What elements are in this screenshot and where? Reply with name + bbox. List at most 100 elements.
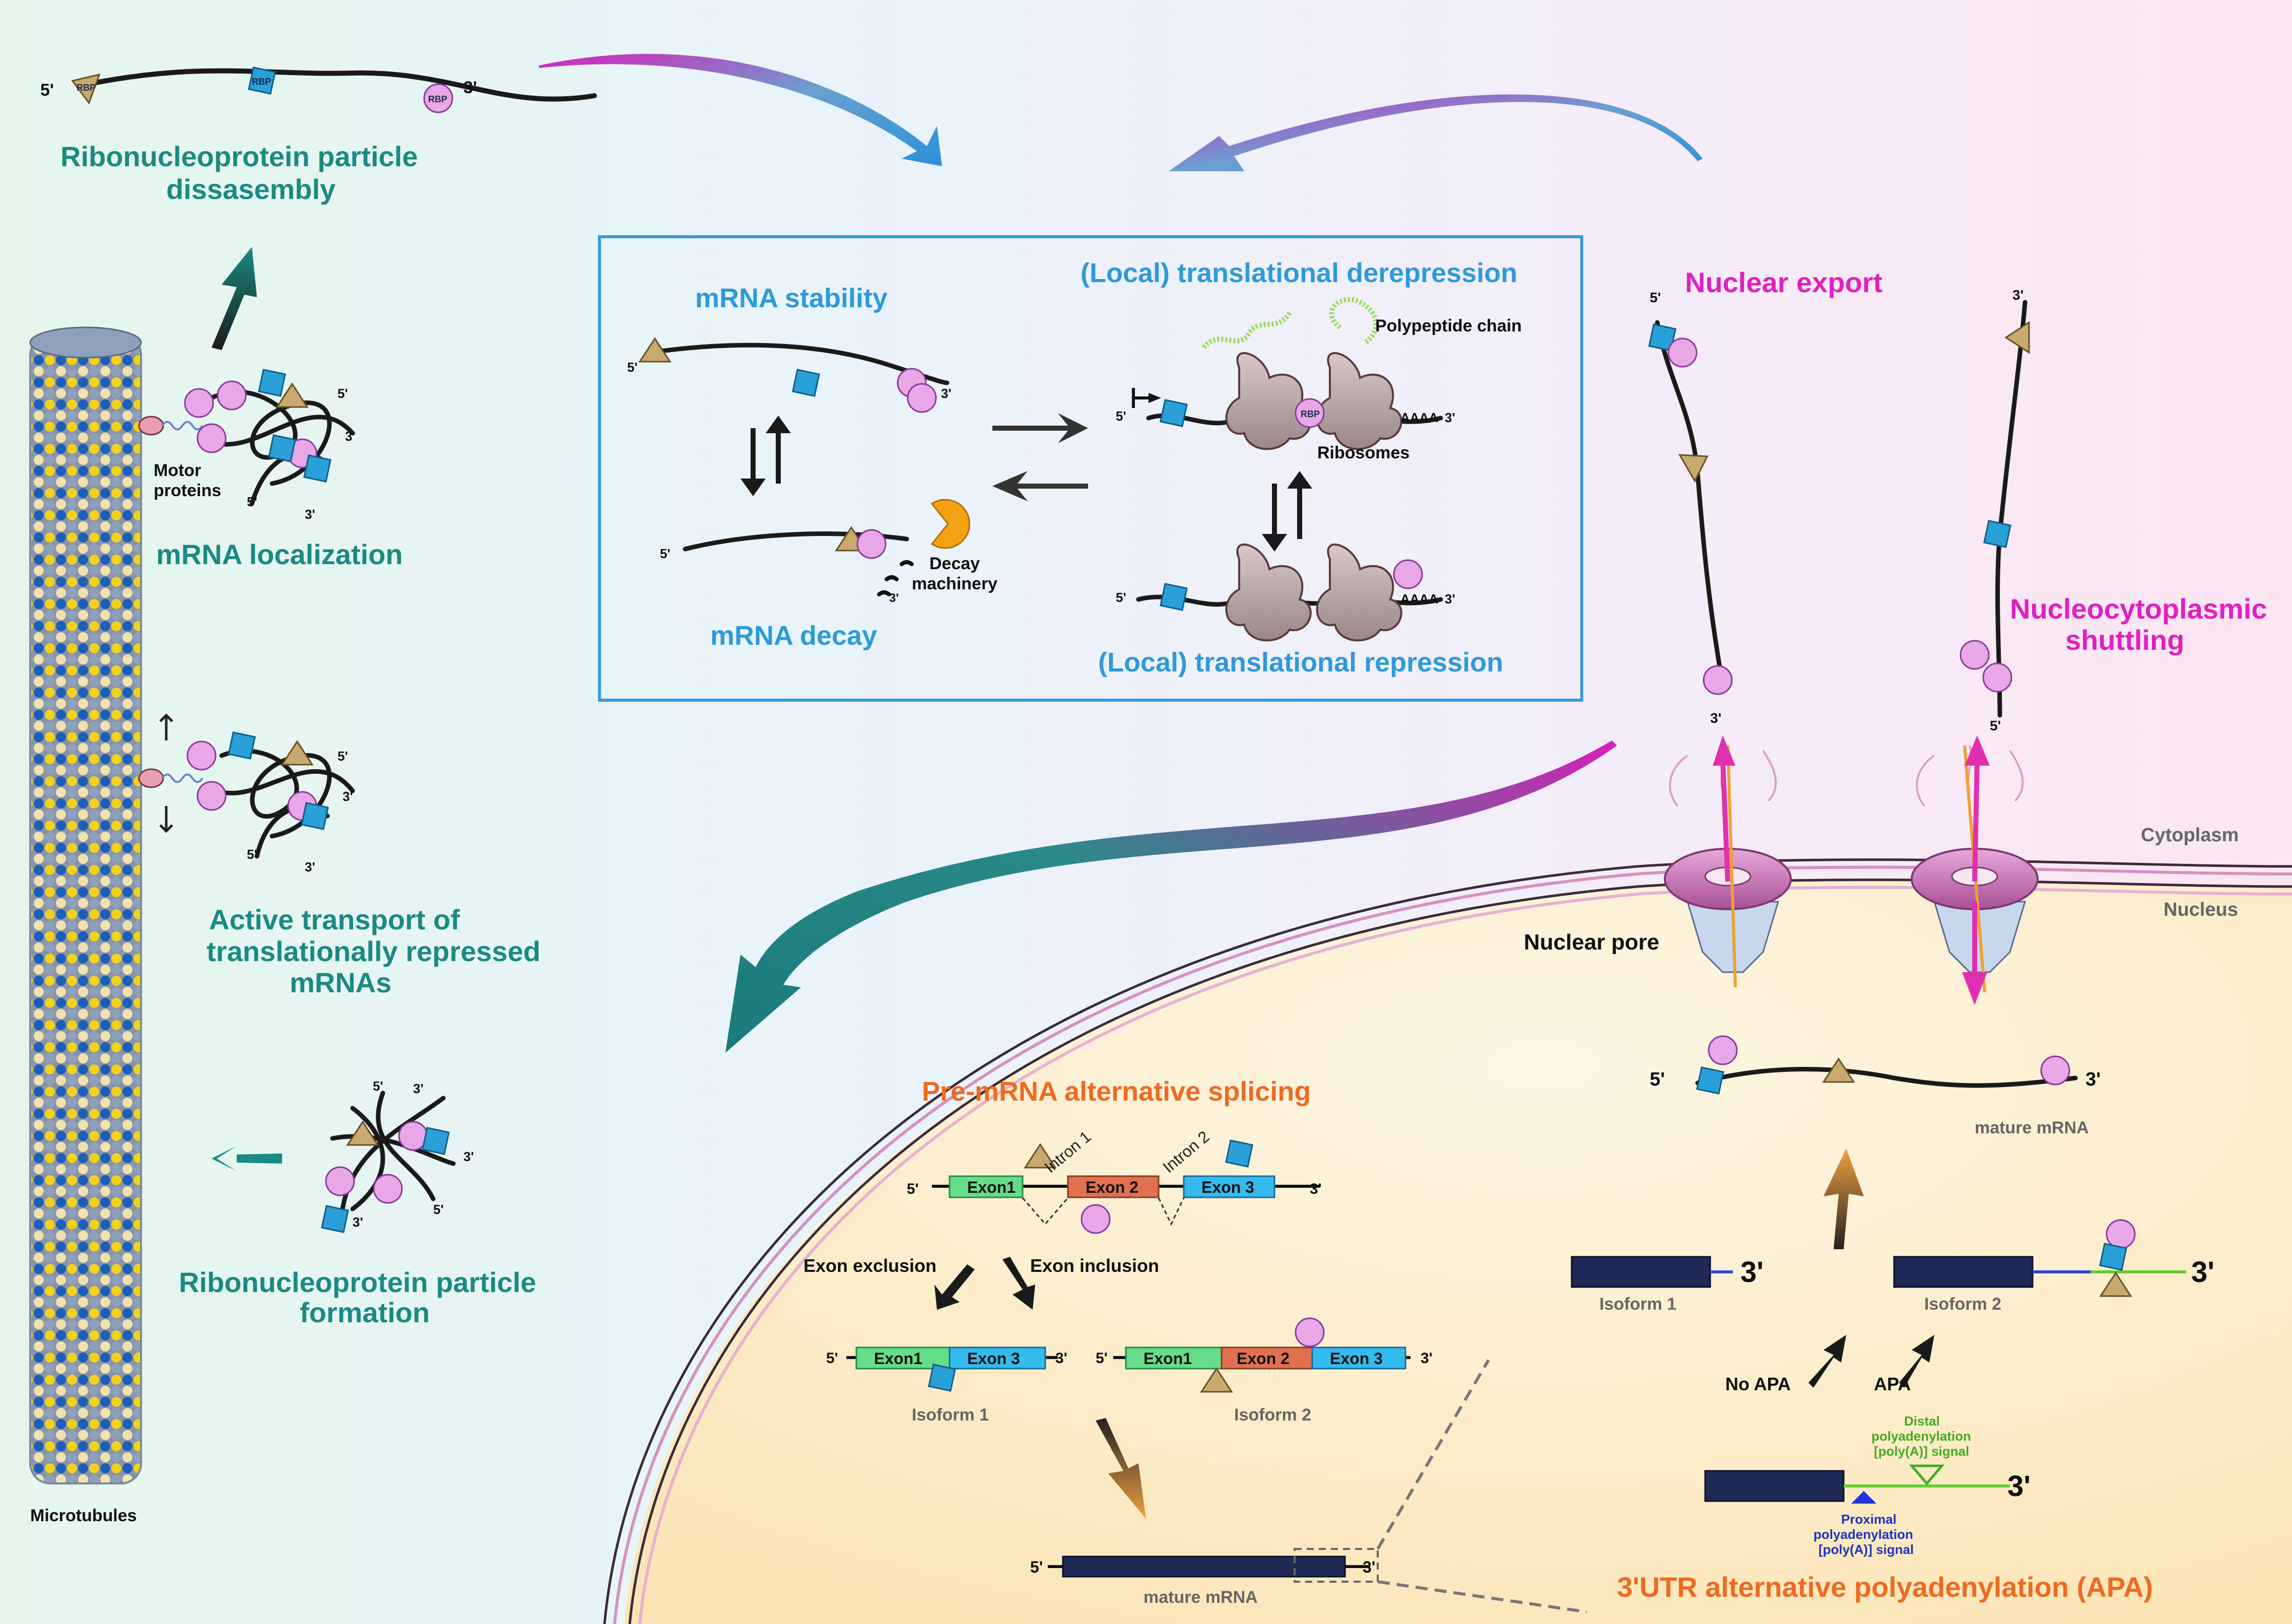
splice-isoform1: 5' 3' Exon1 Exon 3 <box>826 1346 1067 1392</box>
distal-signal-line2: polyadenylation <box>1871 1429 1971 1444</box>
svg-text:3': 3' <box>2012 287 2024 303</box>
nucleus-region <box>603 858 2292 1624</box>
rnp-disassembly-title-line1: Ribonucleoprotein particle <box>60 141 418 172</box>
svg-text:3': 3' <box>1445 591 1455 606</box>
exon-inclusion-label: Exon inclusion <box>1030 1255 1159 1276</box>
microtubule <box>29 326 142 1484</box>
svg-text:3': 3' <box>1421 1350 1433 1367</box>
mature-mrna-bar: 5' 3' <box>1030 1359 1587 1613</box>
svg-text:RBP: RBP <box>1301 409 1320 419</box>
center-regulation-box <box>598 235 1583 702</box>
svg-text:5': 5' <box>1650 1069 1665 1090</box>
microtubules-label: Microtubules <box>30 1506 137 1525</box>
svg-text:5': 5' <box>433 1202 444 1217</box>
svg-text:5': 5' <box>338 749 348 764</box>
arrow-nucleus-entry <box>725 740 1617 1053</box>
shuttling-mrna: 3' 5' <box>1960 287 2030 733</box>
apa-gene: 3' <box>1704 1464 2031 1504</box>
mrna-decay-title: mRNA decay <box>710 621 877 651</box>
local-repression-title: (Local) translational repression <box>1098 647 1503 678</box>
stable-mrna: 5' 3' <box>627 337 952 413</box>
nuclear-pore-label: Nuclear pore <box>1524 930 1659 955</box>
svg-text:5': 5' <box>247 494 257 509</box>
motor-proteins-line2: proteins <box>154 481 221 500</box>
nuclear-pore-right <box>1911 735 2039 1005</box>
splicing-title: Pre-mRNA alternative splicing <box>922 1076 1311 1107</box>
apa-label: APA <box>1874 1374 1911 1394</box>
mature-mrna-label-bottom: mature mRNA <box>1143 1588 1258 1607</box>
svg-text:3': 3' <box>305 859 315 874</box>
mrna-localization-title: mRNA localization <box>156 538 403 570</box>
apa-isoform1-label: Isoform 1 <box>1599 1295 1676 1314</box>
svg-text:3': 3' <box>463 1149 474 1164</box>
svg-text:5': 5' <box>1116 409 1126 424</box>
active-transport-line1: Active transport of <box>209 904 460 935</box>
mature-mrna-label-nucleus: mature mRNA <box>1975 1118 2089 1137</box>
rnp-granule-localization: 5' 3' 5' 3' <box>138 369 356 522</box>
rnp-granule-transport: 5' 3' 5' 3' <box>138 713 355 874</box>
pre-mrna-gene: 5' 3' <box>907 1139 1322 1234</box>
svg-text:5': 5' <box>1030 1558 1043 1576</box>
rnp-formation-line2: formation <box>300 1297 430 1328</box>
distal-signal-line1: Distal <box>1904 1413 1940 1429</box>
nuclear-export-title: Nuclear export <box>1685 266 1882 298</box>
decay-machinery-line1: Decay <box>929 554 980 573</box>
ribosomes-label: Ribosomes <box>1317 443 1409 462</box>
svg-text:3': 3' <box>2007 1470 2031 1503</box>
arrow-top-left <box>539 53 942 166</box>
svg-text:3': 3' <box>345 429 356 444</box>
svg-text:3': 3' <box>413 1081 424 1096</box>
svg-text:Exon1: Exon1 <box>1143 1349 1192 1368</box>
svg-text:3': 3' <box>1740 1256 1764 1289</box>
arrow-splice-down <box>1096 1418 1146 1519</box>
svg-text:5': 5' <box>338 386 348 401</box>
nuclear-mature-mrna: 5' 3' <box>1650 1035 2101 1095</box>
svg-text:3': 3' <box>941 386 952 401</box>
apa-title: 3'UTR alternative polyadenylation (APA) <box>1617 1571 2153 1603</box>
distal-signal-line3: [poly(A)] signal <box>1874 1444 1969 1459</box>
arrow-top-right <box>1169 94 1703 171</box>
svg-text:5': 5' <box>826 1350 838 1367</box>
arrows-center-horizontal <box>992 413 1088 501</box>
svg-text:3': 3' <box>2191 1256 2214 1289</box>
svg-text:3': 3' <box>889 591 899 605</box>
rnp-disassembled-mrna: RBP RBP RBP 5' 3' <box>40 65 597 113</box>
splice-arrows <box>934 1257 1035 1310</box>
motor-proteins-line1: Motor <box>154 461 201 480</box>
proximal-signal-line1: Proximal <box>1841 1512 1897 1527</box>
splice-isoform2: 5' 3' Exon1 Exon 2 Exon 3 <box>1096 1317 1433 1393</box>
exon-exclusion-label: Exon exclusion <box>803 1255 936 1276</box>
decay-machinery-line2: machinery <box>912 574 997 593</box>
nuclear-pore-left <box>1664 735 1792 988</box>
svg-text:5': 5' <box>373 1078 383 1094</box>
svg-text:RBP: RBP <box>252 77 271 87</box>
translating-mrna: 5' AAAA 3' RBP <box>1116 297 1455 450</box>
rnp-formation-line1: Ribonucleoprotein particle <box>179 1266 536 1298</box>
apa-isoform2: 3' <box>1893 1219 2214 1297</box>
svg-text:3': 3' <box>1055 1350 1067 1367</box>
apa-isoform1: 3' <box>1571 1256 1764 1289</box>
svg-text:3': 3' <box>305 507 315 522</box>
svg-text:3': 3' <box>1445 410 1455 425</box>
svg-text:3': 3' <box>343 789 353 804</box>
repressed-mrna: 5' AAAA 3' <box>1116 544 1455 642</box>
svg-text:5': 5' <box>247 847 257 862</box>
shuttling-title-line1: Nucleocytoplasmic <box>2010 593 2267 625</box>
proximal-signal-line2: polyadenylation <box>1813 1527 1913 1542</box>
apa-isoform2-label: Isoform 2 <box>1924 1295 2001 1314</box>
arrow-apa-up <box>1824 1148 1864 1249</box>
svg-text:RBP: RBP <box>428 94 447 104</box>
svg-text:AAAA: AAAA <box>1400 410 1438 425</box>
mrna-stability-title: mRNA stability <box>695 283 888 313</box>
local-derepression-title: (Local) translational derepression <box>1081 258 1517 288</box>
rnp-granule-formation: 5' 3' 3' 5' 3' <box>321 1078 474 1233</box>
rnp-disassembly-title-line2: dissasembly <box>166 173 335 205</box>
svg-text:3': 3' <box>1310 1181 1322 1197</box>
svg-text:AAAA: AAAA <box>1400 591 1438 606</box>
svg-text:5': 5' <box>40 81 54 100</box>
svg-text:3': 3' <box>353 1214 363 1230</box>
proximal-signal-line3: [poly(A)] signal <box>1818 1542 1914 1557</box>
arrows-repression-derepression <box>1262 471 1312 552</box>
shuttling-title-line2: shuttling <box>2065 624 2184 656</box>
